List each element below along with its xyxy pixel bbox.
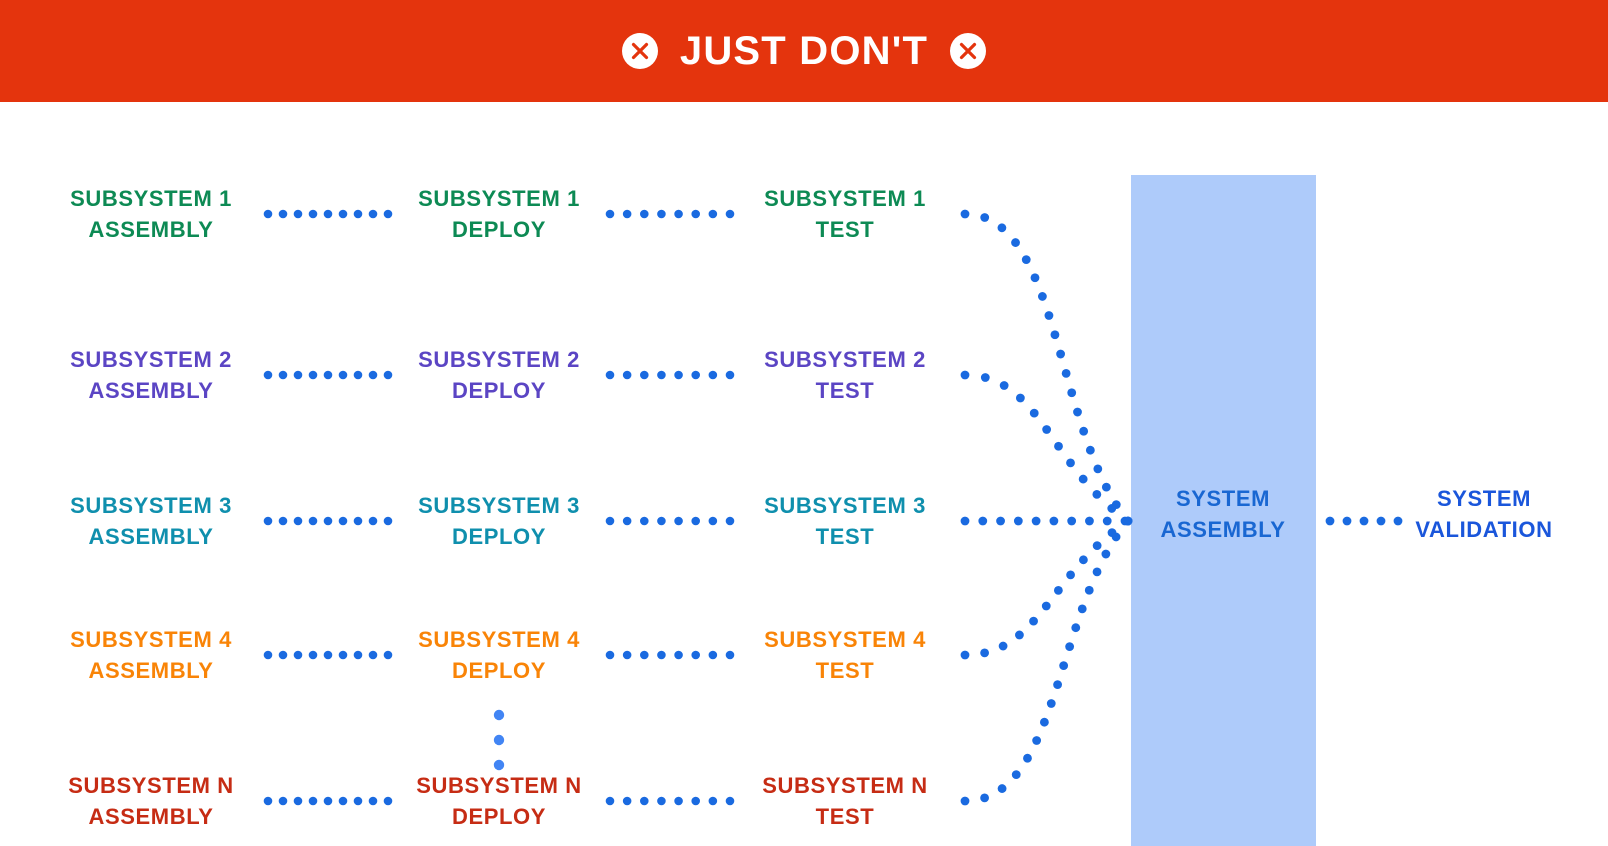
- system-assembly-label[interactable]: SYSTEM ASSEMBLY: [1160, 483, 1285, 545]
- node-subsystem-1-deploy[interactable]: SUBSYSTEM 1 DEPLOY: [418, 185, 580, 242]
- node-subsystem-1-test[interactable]: SUBSYSTEM 1 TEST: [764, 185, 926, 242]
- system-assembly-line-2: ASSEMBLY: [1160, 517, 1286, 542]
- node-subsystem-2-assembly[interactable]: SUBSYSTEM 2 ASSEMBLY: [70, 346, 232, 403]
- horizontal-connectors: [263, 209, 735, 806]
- system-validation-line-2: VALIDATION: [1415, 517, 1553, 542]
- system-assembly-block: [1131, 175, 1316, 846]
- circle-x-icon-left: [621, 33, 658, 69]
- node-subsystem-3-assembly[interactable]: SUBSYSTEM 3 ASSEMBLY: [70, 492, 232, 549]
- circle-x-icon-right: [950, 33, 987, 69]
- convergence-curves: [960, 209, 1133, 806]
- node-subsystem-n-deploy[interactable]: SUBSYSTEM N DEPLOY: [416, 772, 582, 829]
- node-subsystem-n-assembly[interactable]: SUBSYSTEM N ASSEMBLY: [68, 772, 234, 829]
- node-subsystem-4-test[interactable]: SUBSYSTEM 4 TEST: [764, 626, 926, 683]
- connector-layer: [263, 175, 1403, 846]
- node-subsystem-4-assembly[interactable]: SUBSYSTEM 4 ASSEMBLY: [70, 626, 232, 683]
- node-subsystem-n-test[interactable]: SUBSYSTEM N TEST: [762, 772, 928, 829]
- node-subsystem-2-test[interactable]: SUBSYSTEM 2 TEST: [764, 346, 926, 403]
- system-validation-label[interactable]: SYSTEM VALIDATION: [1415, 483, 1552, 545]
- diagram-canvas: SUBSYSTEM 1 ASSEMBLY SUBSYSTEM 2 ASSEMBL…: [0, 102, 1608, 846]
- system-validation-line-1: SYSTEM: [1436, 485, 1532, 511]
- banner-title: JUST DON'T: [679, 29, 929, 73]
- node-subsystem-2-deploy[interactable]: SUBSYSTEM 2 DEPLOY: [418, 346, 580, 403]
- node-subsystem-3-test[interactable]: SUBSYSTEM 3 TEST: [764, 492, 926, 549]
- system-assembly-line-1: SYSTEM: [1175, 485, 1271, 511]
- header-banner: JUST DON'T: [0, 0, 1608, 102]
- node-subsystem-4-deploy[interactable]: SUBSYSTEM 4 DEPLOY: [418, 626, 580, 683]
- node-subsystem-3-deploy[interactable]: SUBSYSTEM 3 DEPLOY: [418, 492, 580, 549]
- validation-connector: [1325, 516, 1403, 526]
- node-subsystem-1-assembly[interactable]: SUBSYSTEM 1 ASSEMBLY: [70, 185, 232, 242]
- vertical-ellipsis: [493, 709, 505, 771]
